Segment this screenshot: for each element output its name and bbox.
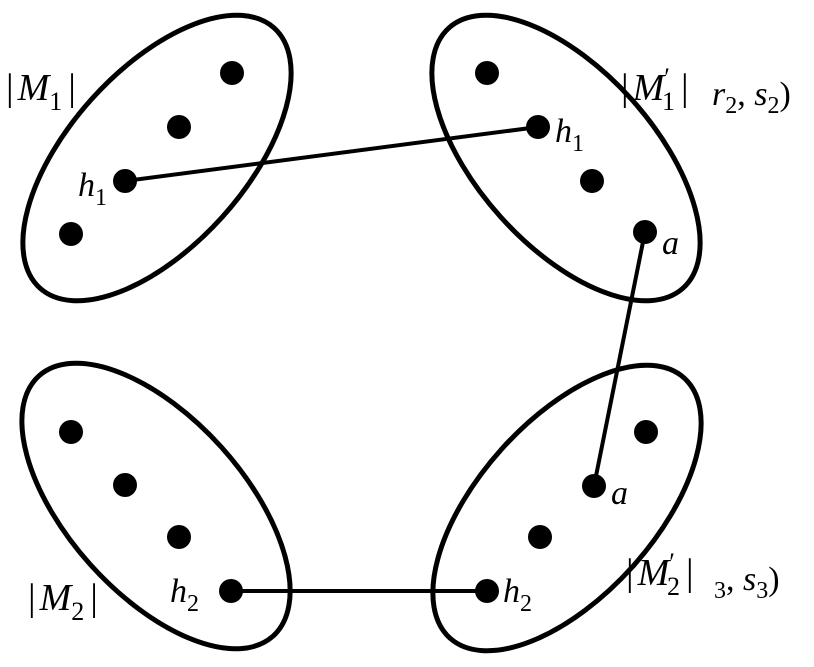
vertex-dot <box>220 61 244 85</box>
set-params-m1-prime: r2, s2) <box>712 76 791 119</box>
set-label-m2-prime: |M′2| <box>626 548 694 601</box>
ellipse-m1-prime <box>429 12 703 304</box>
vertex-dot-h1-right <box>526 115 550 139</box>
ellipse-m2-prime <box>430 362 704 654</box>
vertex-dot <box>59 222 83 246</box>
vertex-dot <box>113 473 137 497</box>
vertex-dot <box>167 115 191 139</box>
label-a-bottom: a <box>611 475 628 512</box>
label-h2-left: h2 <box>170 573 199 617</box>
ellipse-m2 <box>19 360 293 652</box>
label-h1-right: h1 <box>555 113 584 157</box>
vertex-dot-a-bottom <box>582 474 606 498</box>
set-label-m1-prime: |M′1| <box>621 63 689 116</box>
vertex-dot-h2-left <box>219 579 243 603</box>
edge-h1 <box>123 125 540 183</box>
vertex-dot <box>528 525 552 549</box>
vertex-dot-a-top <box>633 220 657 244</box>
set-params-m2-prime: 3, s3) <box>714 561 780 604</box>
vertex-dot-h2-right <box>475 579 499 603</box>
set-label-m1: |M1| <box>6 67 76 116</box>
vertex-dot <box>634 420 658 444</box>
edge-a <box>592 230 647 488</box>
vertex-dot <box>59 420 83 444</box>
vertex-dot <box>167 525 191 549</box>
vertex-dot-h1-left <box>113 169 137 193</box>
label-h1-left: h1 <box>78 167 107 211</box>
set-label-m2: |M2| <box>28 577 98 626</box>
vertex-dot <box>475 61 499 85</box>
vertex-dot <box>580 169 604 193</box>
label-a-top: a <box>662 225 679 262</box>
ellipse-m1 <box>20 12 294 304</box>
label-h2-right: h2 <box>503 573 532 617</box>
